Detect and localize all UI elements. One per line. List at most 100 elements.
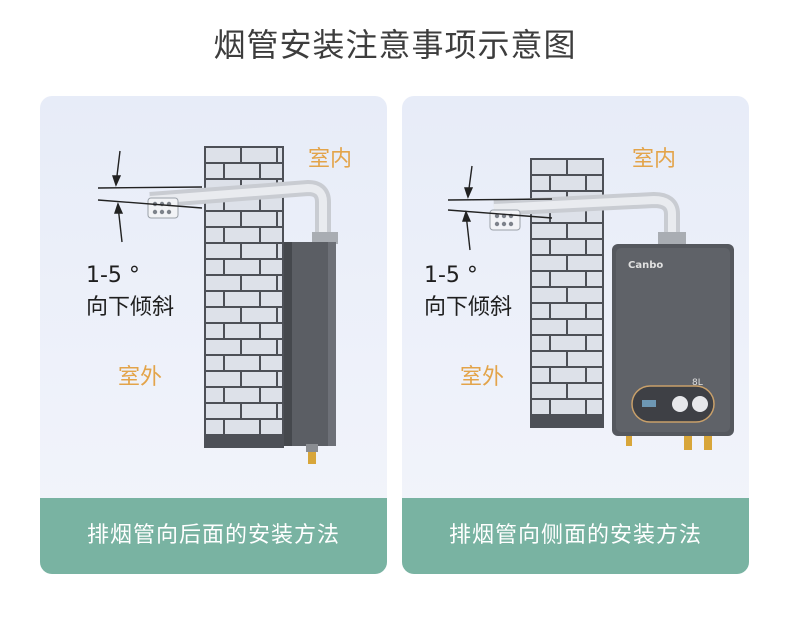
- brick: [278, 276, 282, 290]
- brick: [261, 420, 282, 434]
- brick: [225, 292, 259, 306]
- brick: [532, 224, 566, 238]
- brick: [551, 272, 585, 286]
- brick: [206, 212, 240, 226]
- brick: [278, 148, 282, 162]
- brick: [587, 368, 602, 382]
- brick: [532, 304, 549, 318]
- brick: [568, 256, 602, 270]
- brick: [278, 404, 282, 418]
- brick: [225, 356, 259, 370]
- brick: [278, 244, 282, 258]
- brick: [206, 244, 240, 258]
- brick: [568, 352, 602, 366]
- brick: [206, 276, 240, 290]
- panel-footer: 排烟管向侧面的安装方法: [402, 498, 749, 574]
- brick: [206, 420, 223, 434]
- heater-capacity: 8L: [692, 378, 703, 388]
- brick: [225, 420, 259, 434]
- panel-side-install: Canbo 8L 室内 室外 1-5 ° 向下倾斜 排烟管向侧面的安装方法: [402, 96, 749, 574]
- brick: [587, 272, 602, 286]
- tilt-label: 向下倾斜: [86, 295, 175, 320]
- angle-label: 1-5 °: [424, 263, 478, 288]
- brick: [242, 244, 276, 258]
- brick: [206, 356, 223, 370]
- brick: [206, 148, 240, 162]
- brick: [206, 372, 240, 386]
- brick: [242, 212, 276, 226]
- water-heater-front: [612, 232, 734, 450]
- brick: [551, 240, 585, 254]
- brick: [206, 388, 223, 402]
- brick: [225, 388, 259, 402]
- brick: [225, 260, 259, 274]
- brick: [568, 288, 602, 302]
- brick: [568, 224, 602, 238]
- indoor-label: 室内: [632, 147, 677, 172]
- brick: [587, 304, 602, 318]
- brick: [532, 288, 566, 302]
- brick: [278, 372, 282, 386]
- brick: [261, 164, 282, 178]
- angle-label: 1-5 °: [86, 263, 140, 288]
- brick: [551, 304, 585, 318]
- brick: [242, 372, 276, 386]
- brick: [532, 320, 566, 334]
- outdoor-label: 室外: [460, 365, 505, 390]
- brick: [261, 228, 282, 242]
- brick: [206, 292, 223, 306]
- brick: [206, 228, 223, 242]
- brick: [532, 336, 549, 350]
- tilt-angle-indicator: [447, 165, 553, 251]
- brick: [206, 324, 223, 338]
- indoor-label: 室内: [308, 147, 353, 172]
- brick: [261, 356, 282, 370]
- brick: [551, 176, 585, 190]
- brick: [532, 352, 566, 366]
- tilt-label: 向下倾斜: [424, 295, 513, 320]
- brick: [587, 208, 602, 222]
- brick: [261, 292, 282, 306]
- brick: [568, 384, 602, 398]
- brick: [568, 320, 602, 334]
- brick: [261, 196, 282, 210]
- brick: [242, 340, 276, 354]
- panel-rear-install: 室内 室外 1-5 ° 向下倾斜 排烟管向后面的安装方法: [40, 96, 387, 574]
- brick: [532, 272, 549, 286]
- brick: [587, 176, 602, 190]
- brick: [532, 384, 566, 398]
- brick: [242, 404, 276, 418]
- brick: [551, 400, 585, 414]
- heater-brand: Canbo: [628, 260, 664, 271]
- brick: [242, 148, 276, 162]
- brick: [206, 308, 240, 322]
- brick: [242, 276, 276, 290]
- brick: [278, 340, 282, 354]
- brick: [532, 368, 549, 382]
- brick: [206, 164, 223, 178]
- water-heater-side: [284, 232, 338, 464]
- brick: [278, 212, 282, 226]
- brick: [587, 336, 602, 350]
- brick: [532, 256, 566, 270]
- brick: [587, 240, 602, 254]
- side-install-diagram: [447, 158, 734, 450]
- brick: [532, 400, 549, 414]
- brick: [206, 260, 223, 274]
- brick: [551, 368, 585, 382]
- page-title: 烟管安装注意事项示意图: [213, 26, 577, 64]
- brick: [568, 160, 602, 174]
- rear-install-diagram: [97, 146, 338, 464]
- outdoor-label: 室外: [118, 365, 163, 390]
- brick: [532, 240, 549, 254]
- brick: [242, 308, 276, 322]
- brick: [225, 164, 259, 178]
- brick: [261, 324, 282, 338]
- brick: [587, 400, 602, 414]
- brick: [225, 324, 259, 338]
- brick: [261, 260, 282, 274]
- brick: [261, 388, 282, 402]
- brick: [551, 336, 585, 350]
- vent-cap: [147, 197, 179, 219]
- brick: [206, 404, 240, 418]
